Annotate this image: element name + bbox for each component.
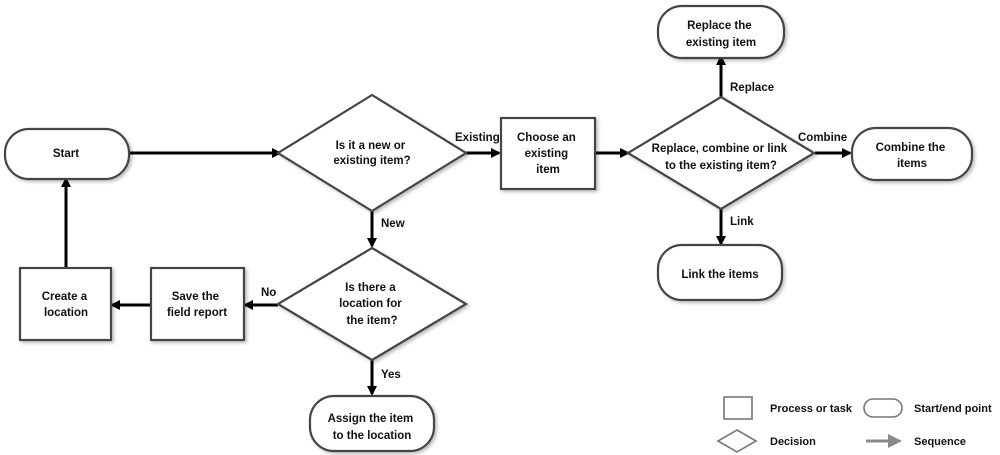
legend-process-swatch [723,396,753,420]
decision-replace-combine-link-label: Replace, combine or link to the existing… [652,143,791,172]
legend-start-end-swatch [863,398,903,418]
assign-terminal [308,394,436,453]
save-report-label: Save the field report [167,291,227,319]
decision-new-or-existing [275,93,469,213]
create-location-label: Create a location [42,291,91,319]
choose-existing-label: Choose an existing item [517,132,579,176]
connectors [61,55,852,396]
choose-existing-process [499,116,597,191]
link-items-label: Link the items [681,269,758,281]
shapes [3,4,974,453]
link-terminal [656,243,784,302]
decision-location-label: Is there a location for the item? [339,282,405,327]
save-report-process [149,266,246,342]
legend-start-end-label: Start/end point [914,403,992,415]
edge-label-yes: Yes [381,369,401,381]
replace-existing-label: Replace the existing item [686,20,756,49]
node-labels: Start Is it a new or existing item? Choo… [42,20,949,442]
decision-replace-combine-link [625,95,817,211]
edge-labels: Existing New Replace Combine Link No Yes [261,82,847,381]
legend-sequence-label: Sequence [914,436,966,448]
edge-label-existing: Existing [455,132,500,144]
edge-label-combine: Combine [798,132,847,144]
legend-decision-label: Decision [770,436,816,448]
edge-label-no: No [261,287,276,299]
edge-label-replace: Replace [730,82,774,94]
combine-terminal [850,126,974,182]
decision-new-existing-label: Is it a new or existing item? [333,140,410,167]
assign-item-label: Assign the item to the location [328,413,417,442]
edge-label-new: New [381,218,405,230]
start-terminal [3,127,131,181]
legend: Process or task Start/end point Decision… [716,396,992,453]
legend-decision-swatch [716,429,758,453]
create-location-process [18,266,113,342]
decision-location [275,246,469,362]
legend-sequence-arrow-icon [866,434,902,448]
edge-label-link: Link [730,216,754,228]
legend-process-label: Process or task [770,403,853,415]
combine-items-label: Combine the items [876,142,949,170]
start-label: Start [53,148,79,160]
replace-terminal [656,4,786,60]
